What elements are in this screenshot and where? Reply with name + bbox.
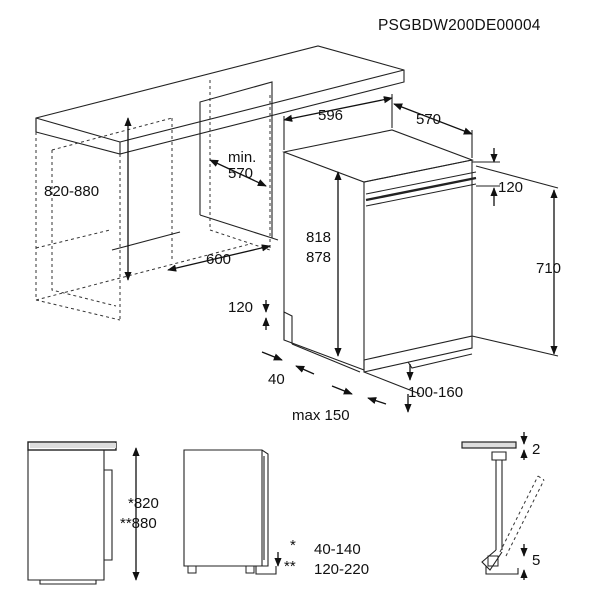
label-door-offset: 120	[498, 179, 523, 196]
label-appliance-height-1: 818	[306, 229, 331, 246]
label-star-1: *	[290, 537, 296, 554]
label-door-height: 710	[536, 260, 561, 277]
label-gap-bottom: 5	[532, 552, 540, 569]
label-cabinet-height: 820-880	[44, 183, 99, 200]
label-range-1: 40-140	[314, 541, 361, 558]
label-niche-depth: 570	[228, 165, 253, 182]
label-plinth-range: 100-160	[408, 384, 463, 401]
label-plinth-recess: 40	[268, 371, 285, 388]
label-niche-width: 600	[206, 251, 231, 268]
door-detail	[461, 441, 545, 575]
label-height-double-star: **880	[120, 515, 157, 532]
label-range-2: 120-220	[314, 561, 369, 578]
side-view-left	[27, 441, 117, 585]
cabinet-niche	[35, 45, 405, 321]
label-appliance-depth: 570	[416, 111, 441, 128]
label-appliance-width: 596	[318, 107, 343, 124]
label-plinth-height: 120	[228, 299, 253, 316]
label-niche-depth-min: min.	[228, 149, 256, 166]
diagram-code: PSGBDW200DE00004	[378, 17, 541, 34]
dishwasher-body	[282, 129, 477, 373]
label-height-star: *820	[128, 495, 159, 512]
label-plinth-max: max 150	[292, 407, 350, 424]
label-star-2: **	[284, 558, 296, 575]
label-gap-top: 2	[532, 441, 540, 458]
label-appliance-height-2: 878	[306, 249, 331, 266]
side-view-middle	[183, 449, 277, 575]
